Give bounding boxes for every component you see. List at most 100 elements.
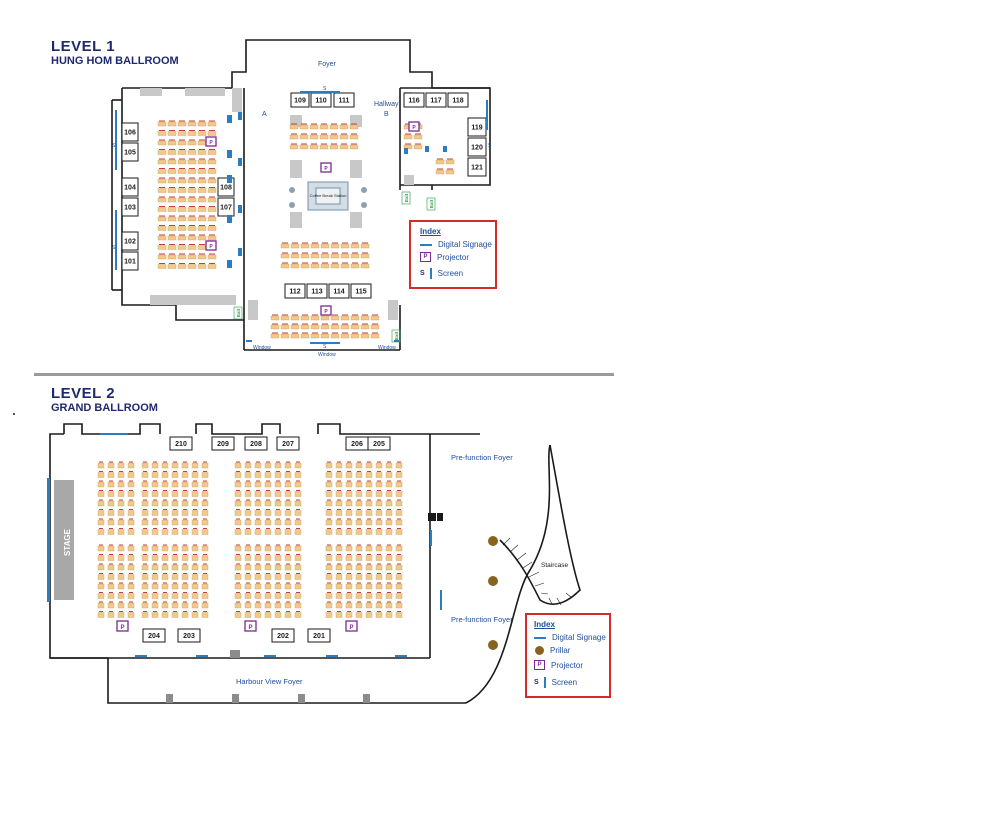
- chair: [357, 554, 361, 555]
- table: [395, 510, 403, 516]
- chair: [109, 611, 113, 612]
- chair: [296, 471, 300, 472]
- chair: [193, 490, 197, 491]
- table: [254, 510, 262, 516]
- chair: [99, 528, 103, 529]
- table: [274, 472, 282, 478]
- chair: [159, 215, 165, 217]
- table: [127, 593, 135, 599]
- chair: [266, 509, 270, 510]
- table: [244, 574, 252, 580]
- table: [234, 500, 242, 507]
- table: [187, 216, 197, 222]
- table: [345, 593, 353, 599]
- room-number: 207: [282, 441, 294, 448]
- chair: [266, 554, 270, 555]
- chair: [415, 143, 421, 145]
- chair: [119, 480, 123, 482]
- table: [355, 612, 363, 618]
- chair: [337, 518, 341, 520]
- table: [395, 472, 403, 478]
- table: [171, 481, 179, 488]
- table: [355, 555, 363, 561]
- table: [385, 529, 393, 535]
- table: [284, 500, 292, 507]
- table: [201, 500, 209, 507]
- table: [181, 519, 189, 526]
- chair: [327, 461, 331, 463]
- exit-label: Exit: [394, 331, 399, 340]
- table: [413, 134, 423, 140]
- table: [385, 602, 393, 609]
- chair: [169, 177, 175, 179]
- chair: [203, 461, 207, 463]
- chair: [397, 563, 401, 565]
- chair: [199, 244, 205, 245]
- chair: [203, 490, 207, 491]
- table: [107, 500, 115, 507]
- table: [161, 519, 169, 526]
- chair: [183, 480, 187, 482]
- chair: [276, 490, 280, 491]
- chair: [357, 461, 361, 463]
- chair: [143, 518, 147, 520]
- table: [244, 491, 252, 497]
- chair: [129, 544, 133, 546]
- chair: [327, 601, 331, 603]
- chair: [169, 149, 175, 150]
- table: [345, 612, 353, 618]
- chair: [169, 263, 175, 264]
- exit-label: Exit: [236, 308, 241, 317]
- table: [274, 545, 282, 552]
- chair: [236, 582, 240, 584]
- table: [177, 131, 187, 136]
- table: [244, 472, 252, 478]
- chair: [276, 601, 280, 603]
- table: [385, 472, 393, 478]
- chair: [311, 133, 317, 135]
- chair: [331, 143, 337, 145]
- chair: [286, 611, 290, 612]
- chair: [357, 601, 361, 603]
- table: [167, 235, 177, 241]
- chair: [357, 611, 361, 612]
- room-box-r115: [350, 283, 372, 299]
- table: [127, 462, 135, 469]
- chair: [327, 554, 331, 555]
- chair: [447, 168, 453, 170]
- chair: [169, 130, 175, 131]
- table: [157, 131, 167, 136]
- table: [375, 529, 383, 535]
- table: [375, 593, 383, 599]
- table: [370, 324, 380, 330]
- table: [151, 472, 159, 478]
- chair: [351, 143, 357, 145]
- table: [319, 124, 329, 130]
- chair: [387, 518, 391, 520]
- table: [141, 602, 149, 609]
- table: [191, 612, 199, 618]
- table: [385, 612, 393, 618]
- table: [254, 555, 262, 561]
- chair: [357, 573, 361, 574]
- chair: [129, 461, 133, 463]
- room-box-r202: [271, 628, 295, 643]
- chair: [209, 234, 215, 236]
- table: [289, 144, 299, 150]
- table: [270, 333, 280, 339]
- chair: [143, 471, 147, 472]
- table: [365, 555, 373, 561]
- chair: [266, 601, 270, 603]
- chair: [173, 480, 177, 482]
- chair: [99, 592, 103, 593]
- chair: [109, 509, 113, 510]
- table: [141, 472, 149, 478]
- chair: [332, 314, 338, 316]
- chair: [362, 323, 368, 325]
- chair: [322, 332, 328, 334]
- table: [141, 564, 149, 571]
- chair: [173, 601, 177, 603]
- table: [107, 602, 115, 609]
- table: [151, 555, 159, 561]
- table: [191, 555, 199, 561]
